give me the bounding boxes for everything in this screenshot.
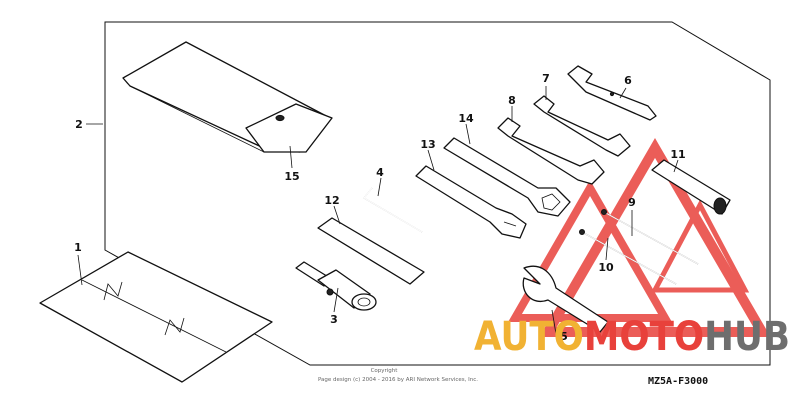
callout-8: 8 <box>508 94 516 107</box>
part-owners-manual <box>39 251 273 383</box>
part-open-end-wrench-7 <box>533 95 631 157</box>
callout-1: 1 <box>74 241 82 254</box>
part-phillips-screwdriver <box>601 209 699 265</box>
part-box-end-wrench-14 <box>443 137 571 217</box>
watermark-auto: AUTO <box>474 314 584 360</box>
part-screwdriver-grip <box>651 159 731 215</box>
part-pin-spanner <box>522 265 609 333</box>
watermark-moto: MOTO <box>584 314 704 360</box>
watermark-hub: HUB <box>704 314 790 360</box>
part-open-end-wrench-6 <box>567 65 657 121</box>
callout-2: 2 <box>75 118 83 131</box>
watermark-text: AUTOMOTOHUB <box>474 314 790 360</box>
part-extension-bar <box>317 217 425 285</box>
callout-7: 7 <box>542 72 550 85</box>
callout-11: 11 <box>670 148 685 161</box>
copyright-line-1: Copyright <box>371 368 399 374</box>
part-open-end-wrench-8 <box>497 117 605 185</box>
copyright-line-2: Page design (c) 2004 - 2016 by ARI Netwo… <box>318 377 478 383</box>
callout-10: 10 <box>598 261 614 274</box>
diagram-code: MZ5A-F3000 <box>648 376 708 387</box>
watermark-logo-triangles <box>508 138 771 337</box>
part-flat-screwdriver <box>579 229 677 285</box>
callout-9: 9 <box>628 196 636 209</box>
part-tool-bag <box>122 41 333 153</box>
callout-13: 13 <box>420 138 435 151</box>
callout-5: 5 <box>560 330 568 343</box>
diagram-boundary <box>104 21 771 366</box>
callout-6: 6 <box>624 74 632 87</box>
part-spark-plug-wrench <box>295 261 377 311</box>
callout-15: 15 <box>284 170 299 183</box>
callout-14: 14 <box>458 112 474 125</box>
part-hex-wrench <box>363 187 423 233</box>
callout-4: 4 <box>376 166 384 179</box>
callout-12: 12 <box>324 194 339 207</box>
part-open-end-wrench-13 <box>415 165 527 239</box>
callout-3: 3 <box>330 313 338 326</box>
leader-lines <box>77 86 679 335</box>
